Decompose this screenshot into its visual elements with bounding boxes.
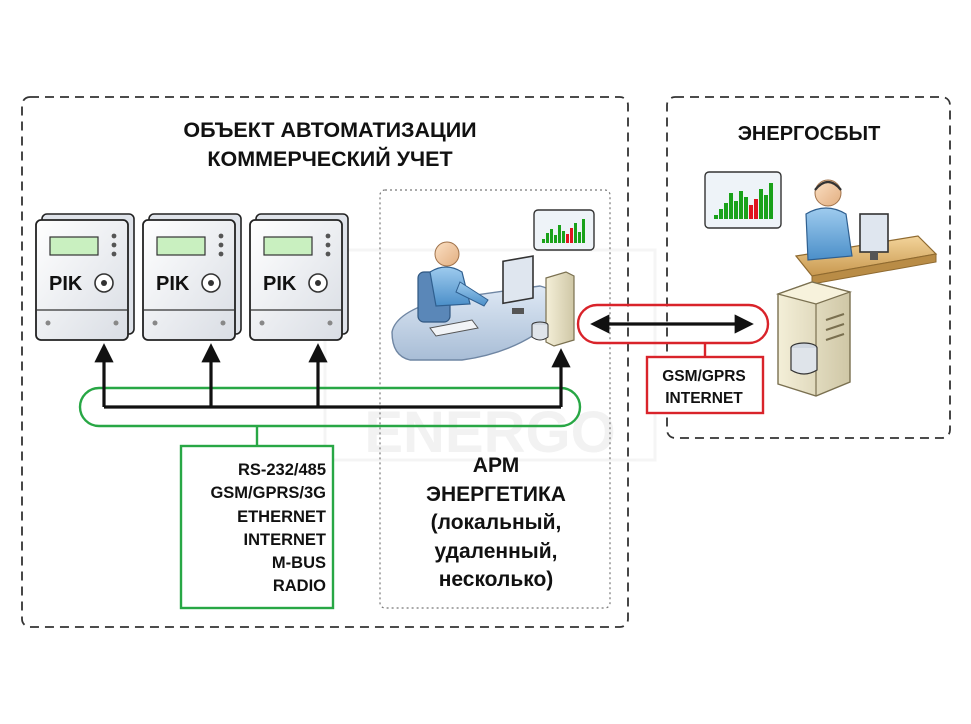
workstation-label-line: несколько)	[438, 568, 554, 591]
remote-link-label-line: GSM/GPRS	[662, 368, 746, 385]
remote-link-label-line: INTERNET	[665, 390, 743, 407]
energy-sales-chart-icon	[704, 171, 782, 229]
title-line-2: КОММЕРЧЕСКИЙ УЧЕТ	[207, 147, 453, 171]
meter-2: PIK	[142, 213, 242, 341]
energy-sales-zone	[666, 96, 951, 439]
meter-3-brand: PIK	[263, 273, 297, 295]
remote-link-box	[645, 355, 765, 415]
protocol-item: GSM/GPRS/3G	[210, 484, 326, 503]
workstation-label-line: ЭНЕРГЕТИКА	[426, 482, 566, 506]
protocol-item: INTERNET	[243, 530, 327, 549]
protocol-item: ETHERNET	[237, 507, 326, 526]
title-line-1: ОБЪЕКТ АВТОМАТИЗАЦИИ	[183, 118, 477, 142]
workstation-chart-icon	[533, 209, 595, 251]
protocol-item: RS-232/485	[237, 461, 326, 479]
workstation-zone	[379, 189, 611, 609]
bus-loop	[78, 386, 582, 428]
meter-1-brand: PIK	[49, 273, 83, 295]
workstation-label-line: АРМ	[472, 454, 520, 477]
energy-sales-operator	[794, 179, 938, 285]
workstation-label-line: (локальный,	[430, 511, 562, 534]
watermark: ENERGO	[323, 248, 657, 465]
automation-object-title: ОБЪЕКТ АВТОМАТИЗАЦИИ КОММЕРЧЕСКИЙ УЧЕТ	[40, 116, 620, 174]
remote-link-label: GSM/GPRS INTERNET	[648, 366, 760, 410]
bus-lines	[94, 343, 571, 409]
protocol-item: RADIO	[272, 577, 326, 596]
automation-object-zone	[21, 96, 629, 628]
protocol-item: M-BUS	[271, 554, 326, 573]
protocol-box	[179, 444, 335, 610]
protocol-list: RS-232/485 GSM/GPRS/3G ETHERNET INTERNET…	[184, 459, 326, 599]
watermark-text: ENERGO	[364, 400, 615, 465]
energy-sales-server	[775, 281, 853, 397]
meter-3: PIK	[249, 213, 349, 341]
energy-sales-title: ЭНЕРГОСБЫТ	[737, 123, 881, 145]
meter-2-brand: PIK	[156, 273, 190, 295]
workstation-illustration	[391, 241, 575, 361]
workstation-label: АРМ ЭНЕРГЕТИКА (локальный, удаленный, не…	[382, 452, 610, 595]
meter-1: PIK	[35, 213, 135, 341]
remote-link-loop	[576, 303, 770, 345]
workstation-label-line: удаленный,	[434, 539, 558, 563]
